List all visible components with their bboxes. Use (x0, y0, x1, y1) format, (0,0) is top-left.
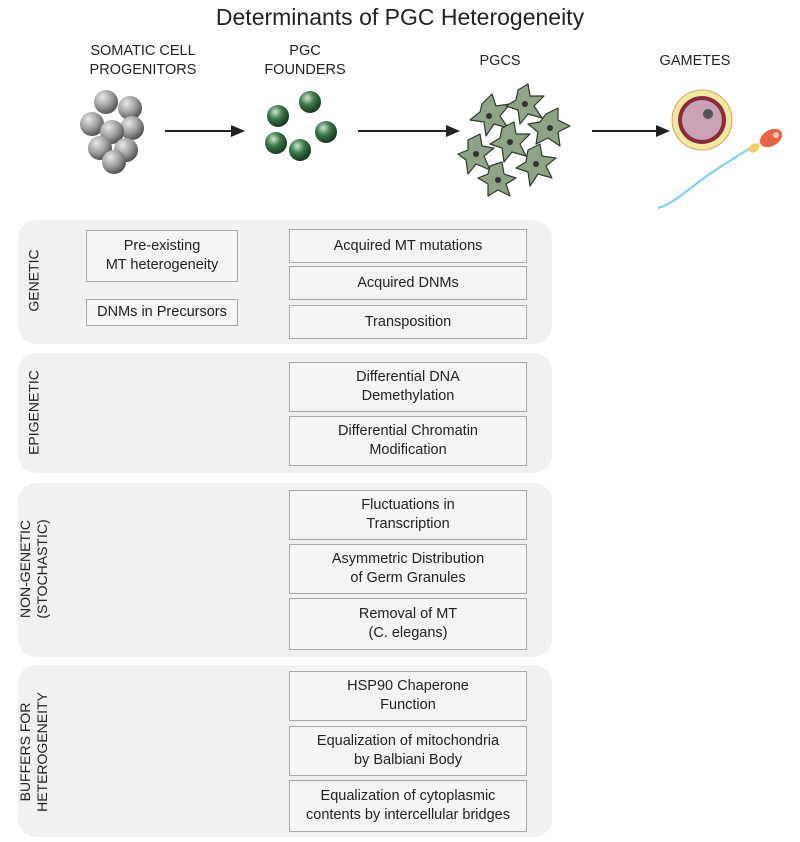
box-differential-dna-demethylation: Differential DNA Demethylation (289, 362, 527, 412)
box-acquired-mt-mutations: Acquired MT mutations (289, 229, 527, 263)
box-fluctuations-in-transcription: Fluctuations in Transcription (289, 490, 527, 540)
arrow-icon (358, 125, 460, 137)
egg-and-sperm-icon (657, 89, 783, 210)
stage-label-gametes: GAMETES (659, 53, 731, 69)
box-asymmetric-distribution-germ-granules: Asymmetric Distribution of Germ Granules (289, 544, 527, 594)
stage-label-somatic-progenitors: SOMATIC CELL PROGENITORS (89, 43, 197, 78)
category-label-genetic: GENETIC (25, 249, 42, 312)
green-cells-icon (265, 91, 337, 161)
box-hsp90-chaperone-function: HSP90 Chaperone Function (289, 671, 527, 721)
grey-cell-cluster-icon (80, 90, 144, 174)
box-differential-chromatin-modification: Differential Chromatin Modification (289, 416, 527, 466)
box-acquired-dnms: Acquired DNMs (289, 266, 527, 300)
box-removal-of-mt: Removal of MT (C. elegans) (289, 598, 527, 650)
box-preexisting-mt-heterogeneity: Pre-existing MT heterogeneity (86, 230, 238, 282)
category-label-epigenetic: EPIGENETIC (25, 370, 42, 455)
arrow-icon (592, 125, 670, 137)
star-shaped-pgc-cluster-icon (457, 83, 571, 197)
box-dnms-in-precursors: DNMs in Precursors (86, 299, 238, 326)
category-label-non-genetic: NON-GENETIC (STOCHASTIC) (17, 519, 50, 619)
box-equalization-mitochondria-balbiani: Equalization of mitochondria by Balbiani… (289, 726, 527, 776)
diagram-title: Determinants of PGC Heterogeneity (215, 4, 585, 30)
box-transposition: Transposition (289, 305, 527, 339)
box-equalization-cytoplasmic-contents: Equalization of cytoplasmic contents by … (289, 780, 527, 832)
arrow-icon (165, 125, 245, 137)
stage-label-pgc-founders: PGC FOUNDERS (264, 43, 346, 78)
stage-label-pgcs: PGCS (479, 53, 521, 69)
category-label-buffers: BUFFERS FOR HETEROGENEITY (17, 692, 50, 812)
